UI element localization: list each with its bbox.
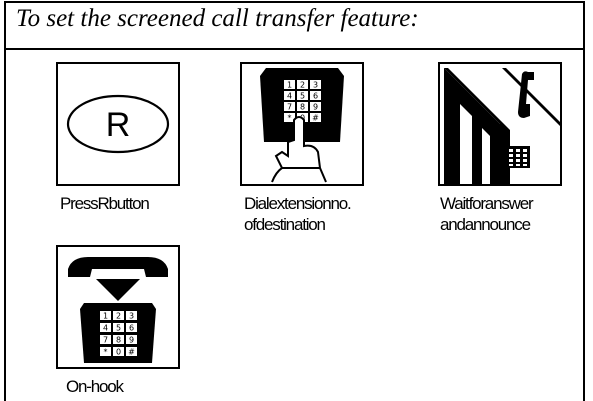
keypad-key-label: 3 <box>313 81 318 90</box>
keypad-key <box>100 311 111 320</box>
keypad-key-label: 0 <box>116 348 121 357</box>
instruction-panel: To set the screened call transfer featur… <box>4 1 585 401</box>
keypad-key <box>113 323 124 332</box>
keypad-key-label: 2 <box>300 81 305 90</box>
step-caption-on-hook: On-hook <box>66 377 124 396</box>
step-caption-press-r: PressRbutton <box>60 194 150 213</box>
title-divider <box>6 48 583 50</box>
step-caption-wait: Waitforanswer andannounce <box>440 194 534 234</box>
keypad-key-label: * <box>104 348 108 357</box>
keypad-key <box>100 323 111 332</box>
keypad-key <box>126 335 137 344</box>
r-button-icon: R <box>56 62 180 186</box>
keypad-key-label: 6 <box>313 92 318 101</box>
keypad-key <box>100 335 111 344</box>
keypad-key <box>297 102 308 111</box>
keypad-key <box>100 347 111 356</box>
keypad-key-label: 5 <box>116 324 121 333</box>
keypad-key <box>126 347 137 356</box>
keypad-key-label: # <box>128 348 135 357</box>
instruction-title: To set the screened call transfer featur… <box>16 5 419 32</box>
handset-answer-icon <box>438 62 562 186</box>
keypad-key <box>284 113 295 122</box>
keypad-key <box>284 80 295 89</box>
keypad-key-label: * <box>288 114 292 123</box>
keypad-key-label: 5 <box>300 92 305 101</box>
keypad-key-label: # <box>312 114 319 123</box>
keypad-key <box>126 323 137 332</box>
keypad-key <box>113 347 124 356</box>
keypad-key <box>113 311 124 320</box>
keypad-key-label: 9 <box>313 103 318 112</box>
keypad-key <box>310 80 321 89</box>
keypad-key-label: 9 <box>129 336 134 345</box>
keypad-key <box>284 91 295 100</box>
keypad-key-label: 4 <box>103 324 108 333</box>
keypad-key <box>310 113 321 122</box>
keypad-key-label: 7 <box>103 336 108 345</box>
keypad-key <box>126 311 137 320</box>
keypad-key-label: 1 <box>103 312 108 321</box>
r-key-label: R <box>106 106 131 144</box>
keypad-key-label: 7 <box>287 103 292 112</box>
keypad-key-label: 1 <box>287 81 292 90</box>
keypad-key <box>113 335 124 344</box>
keypad-key-label: 8 <box>116 336 121 345</box>
keypad-key-label: 6 <box>129 324 134 333</box>
step-caption-dial: Dialextensionno. ofdestination <box>244 194 352 234</box>
keypad-key <box>310 91 321 100</box>
keypad-key-label: 8 <box>300 103 305 112</box>
keypad-key <box>310 102 321 111</box>
keypad-key-label: 3 <box>129 312 134 321</box>
keypad-key-label: 4 <box>287 92 292 101</box>
keypad-key-label: 2 <box>116 312 121 321</box>
keypad-key <box>297 80 308 89</box>
keypad-key <box>297 91 308 100</box>
keypad-key <box>284 102 295 111</box>
